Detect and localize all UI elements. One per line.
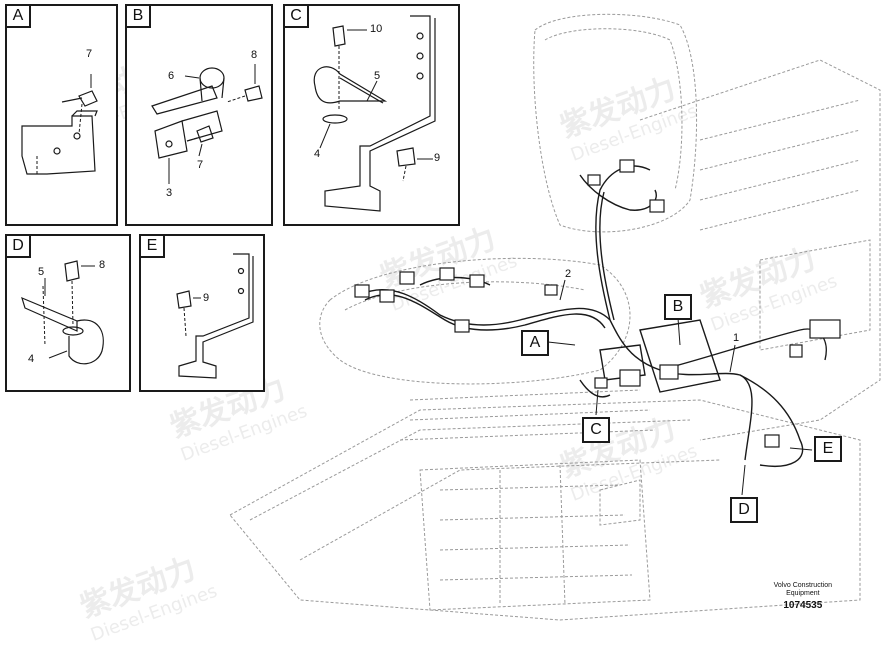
inset-b: B 8 6 7 xyxy=(125,4,273,226)
inset-a-label: A xyxy=(5,4,31,28)
inset-d-part-4: 4 xyxy=(28,353,35,365)
inset-d-part-5: 5 xyxy=(38,266,45,278)
callout-e: E xyxy=(814,436,842,462)
inset-e-label: E xyxy=(139,234,165,258)
inset-c-part-5: 5 xyxy=(374,70,381,82)
inset-a-part-7: 7 xyxy=(86,48,93,60)
inset-c-part-9: 9 xyxy=(434,152,441,164)
inset-b-part-7: 7 xyxy=(197,159,204,171)
inset-d: D 8 5 4 xyxy=(5,234,131,392)
inset-c-drawing xyxy=(313,15,436,212)
main-assembly-drawing xyxy=(229,13,881,621)
main-part-1: 1 xyxy=(733,332,740,344)
inset-a-drawing xyxy=(21,74,98,175)
inset-e-part-9: 9 xyxy=(203,292,210,304)
inset-a: A 7 xyxy=(5,4,118,226)
inset-c: C 10 5 4 9 xyxy=(283,4,460,226)
callout-a: A xyxy=(521,330,549,356)
inset-b-drawing xyxy=(151,64,263,184)
inset-d-part-8: 8 xyxy=(99,259,106,271)
inset-c-label: C xyxy=(283,4,309,28)
inset-e-drawing xyxy=(176,253,254,379)
main-part-2: 2 xyxy=(565,268,572,280)
inset-c-part-10: 10 xyxy=(370,23,383,35)
inset-e: E 9 xyxy=(139,234,265,392)
footer-part-number: 1074535 xyxy=(783,600,823,611)
footer-caption: Volvo Construction Equipment 1074535 xyxy=(774,582,832,611)
footer-company: Volvo Construction xyxy=(773,582,832,589)
footer-company-sub: Equipment xyxy=(786,590,820,597)
inset-b-label: B xyxy=(125,4,151,28)
callout-b: B xyxy=(664,294,692,320)
inset-b-part-6: 6 xyxy=(168,70,175,82)
inset-d-drawing xyxy=(21,260,104,365)
inset-b-part-3: 3 xyxy=(166,187,173,199)
inset-b-part-8: 8 xyxy=(251,49,258,61)
inset-d-label: D xyxy=(5,234,31,258)
inset-c-part-4: 4 xyxy=(314,148,321,160)
callout-d: D xyxy=(730,497,758,523)
callout-c: C xyxy=(582,417,610,443)
